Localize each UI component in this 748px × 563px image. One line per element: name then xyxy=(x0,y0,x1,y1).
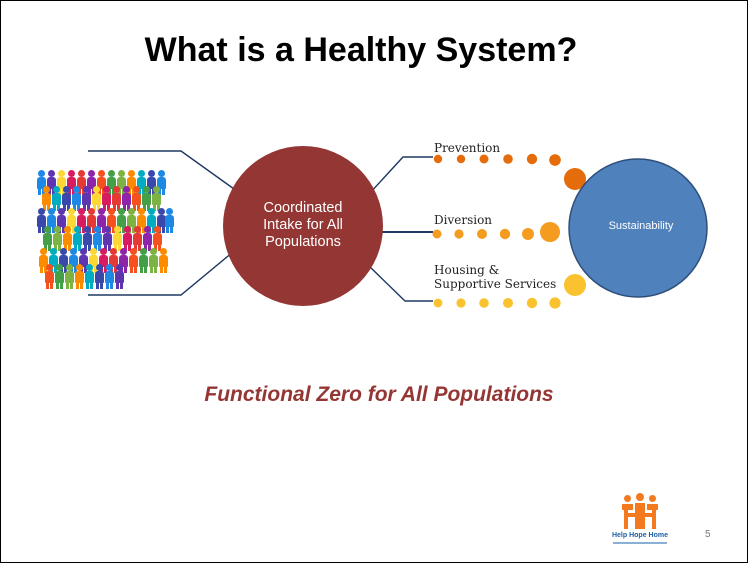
person-figure xyxy=(158,248,168,273)
person-figure xyxy=(92,226,102,251)
person-figure xyxy=(121,186,131,211)
diversion-dots xyxy=(432,222,560,242)
housing-connector xyxy=(369,266,433,302)
person-figure xyxy=(94,264,104,289)
upper-bracket-line xyxy=(88,150,242,195)
logo-text: Help Hope Home xyxy=(611,532,668,539)
person-figure xyxy=(38,248,48,273)
person-figure xyxy=(72,226,82,251)
help-hope-home-logo: Help Hope Home xyxy=(607,493,673,551)
person-figure xyxy=(36,208,46,233)
prevention-dot xyxy=(526,153,538,165)
person-figure xyxy=(132,226,142,251)
person-figure xyxy=(104,264,114,289)
person-figure xyxy=(62,226,72,251)
intake-label: Coordinated Intake for All Populations xyxy=(235,200,371,251)
diversion-label: Diversion xyxy=(434,213,492,227)
intake-label-line: Coordinated xyxy=(263,200,343,216)
person-figure xyxy=(156,170,166,195)
intake-label-line: Intake for All xyxy=(263,217,343,233)
person-figure xyxy=(122,226,132,251)
person-figure xyxy=(164,208,174,233)
person-figure xyxy=(111,186,121,211)
diversion-dot xyxy=(454,229,464,239)
person-figure xyxy=(142,226,152,251)
person-figure xyxy=(42,226,52,251)
person-figure xyxy=(112,226,122,251)
person-figure xyxy=(54,264,64,289)
people-bracket xyxy=(88,150,242,296)
person-figure xyxy=(71,186,81,211)
intake-label-line: Populations xyxy=(265,234,341,250)
person-figure xyxy=(82,226,92,251)
housing-dot xyxy=(456,298,466,308)
prevention-dot xyxy=(456,154,466,164)
person-figure xyxy=(141,186,151,211)
housing-dot xyxy=(433,298,443,308)
person-figure xyxy=(151,186,161,211)
sustainability-label: Sustainability xyxy=(608,220,674,232)
prevention-dot xyxy=(549,154,561,166)
diversion-dot xyxy=(477,229,487,239)
slide-title: What is a Healthy System? xyxy=(144,31,578,69)
prevention-dot xyxy=(479,154,489,164)
housing-dot xyxy=(479,298,489,308)
person-figure xyxy=(41,186,51,211)
person-figure xyxy=(148,248,158,273)
person-figure xyxy=(51,186,61,211)
sustainability-circle xyxy=(568,158,708,298)
person-figure xyxy=(91,186,101,211)
prevention-connector xyxy=(368,156,433,195)
person-figure xyxy=(138,248,148,273)
person-figure xyxy=(114,264,124,289)
person-figure xyxy=(81,186,91,211)
person-figure xyxy=(152,226,162,251)
prevention-label: Prevention xyxy=(434,141,500,155)
branch-connectors xyxy=(368,156,433,302)
person-figure xyxy=(131,186,141,211)
person-figure xyxy=(64,264,74,289)
person-figure xyxy=(52,226,62,251)
diversion-dot xyxy=(432,229,442,239)
diversion-dot xyxy=(522,228,534,240)
prevention-label-line: Prevention xyxy=(434,141,501,155)
person-figure xyxy=(61,186,71,211)
page-number: 5 xyxy=(705,529,711,540)
intake-circle xyxy=(223,146,383,306)
slide-subtitle: Functional Zero for All Populations xyxy=(204,383,554,406)
diversion-dot xyxy=(499,228,511,240)
person-figure xyxy=(101,186,111,211)
housing-label: Housing & Supportive Services xyxy=(434,263,556,291)
housing-dot xyxy=(549,297,561,309)
diversion-dot xyxy=(540,222,560,242)
housing-label-line: Supportive Services xyxy=(434,277,557,291)
logo-tagline-bar xyxy=(613,542,667,544)
lower-bracket-line xyxy=(88,246,240,296)
housing-dot xyxy=(503,298,513,308)
person-figure xyxy=(128,248,138,273)
housing-dot xyxy=(564,274,586,296)
housing-dots xyxy=(433,274,586,309)
diversion-label-line: Diversion xyxy=(434,213,493,227)
person-figure xyxy=(74,264,84,289)
person-figure xyxy=(84,264,94,289)
housing-label-line: Housing & xyxy=(434,263,500,277)
prevention-dot xyxy=(503,154,513,164)
person-figure xyxy=(44,264,54,289)
crowd-of-people-icon xyxy=(36,166,176,291)
housing-dot xyxy=(526,297,538,309)
person-figure xyxy=(102,226,112,251)
prevention-dot xyxy=(433,154,443,164)
prevention-dots xyxy=(433,153,586,190)
prevention-dot xyxy=(564,168,586,190)
family-figures-logo-icon xyxy=(621,493,659,531)
